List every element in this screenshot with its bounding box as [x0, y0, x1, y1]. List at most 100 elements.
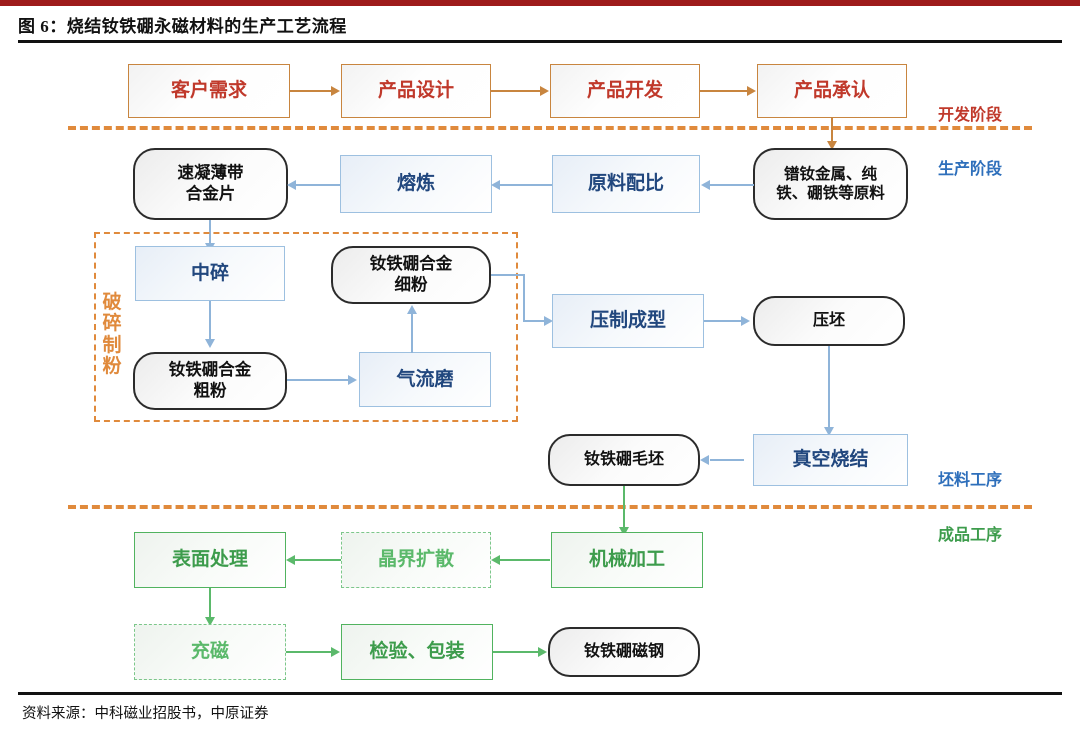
node-magnetization[interactable]: 充磁 — [134, 624, 286, 680]
node-label: 机械加工 — [588, 549, 665, 571]
node-label-line1: 钕铁硼合金 — [369, 254, 453, 274]
connector-fine-powder-into-press — [523, 320, 547, 322]
connector-ratio-to-smelting — [500, 184, 552, 186]
node-label: 钕铁硼毛坯 — [583, 451, 664, 468]
connector-sintering-to-blank — [710, 459, 744, 461]
node-label: 产品承认 — [793, 80, 870, 102]
node-label: 钕铁硼磁钢 — [583, 643, 664, 660]
connector-demand-to-design — [290, 90, 332, 92]
node-label: 表面处理 — [171, 549, 248, 571]
node-product-approval[interactable]: 产品承认 — [757, 64, 907, 118]
node-strip-casting[interactable]: 速凝薄带 合金片 — [133, 148, 288, 220]
connector-inspection-to-magnet-steel — [493, 651, 539, 653]
node-label: 熔炼 — [396, 173, 435, 195]
arrowhead-smelting-to-strip — [287, 180, 296, 190]
connector-magnetization-to-inspection — [286, 651, 332, 653]
arrowhead-approval-to-raw-materials — [827, 141, 837, 150]
connector-fine-powder-right — [491, 274, 525, 276]
node-label: 产品开发 — [586, 80, 663, 102]
node-machining[interactable]: 机械加工 — [551, 532, 703, 588]
arrowhead-compact-to-sintering — [824, 427, 834, 436]
node-product-development[interactable]: 产品开发 — [550, 64, 700, 118]
node-jet-milling[interactable]: 气流磨 — [359, 352, 491, 407]
figure-title: 图 6：烧结钕铁硼永磁材料的生产工艺流程 — [18, 17, 347, 36]
node-fine-powder[interactable]: 钕铁硼合金 细粉 — [331, 246, 491, 304]
node-ndfeb-magnet-steel[interactable]: 钕铁硼磁钢 — [548, 627, 700, 677]
connector-surface-to-magnetization — [209, 588, 211, 620]
arrowhead-raw-to-ratio — [701, 180, 710, 190]
arrowhead-sintering-to-blank — [700, 455, 709, 465]
node-label: 客户需求 — [170, 80, 247, 102]
node-material-ratio[interactable]: 原料配比 — [552, 155, 700, 213]
stage-label-finished-process: 成品工序 — [938, 527, 1003, 544]
connector-blank-to-machining — [623, 486, 625, 530]
group-crushing-powder-making — [94, 232, 518, 422]
node-label-line2: 细粉 — [394, 275, 428, 294]
divider-development-production — [68, 126, 1032, 130]
node-label-line1: 钕铁硼合金 — [168, 360, 252, 380]
connector-press-to-compact — [704, 320, 742, 322]
connector-development-to-approval — [700, 90, 748, 92]
arrowhead-machining-to-diffusion — [491, 555, 500, 565]
arrowhead-coarse-to-jet-milling — [348, 375, 357, 385]
node-customer-demand[interactable]: 客户需求 — [128, 64, 290, 118]
connector-coarse-to-jet-milling — [287, 379, 349, 381]
node-green-compact[interactable]: 压坯 — [753, 296, 905, 346]
divider-blank-finished — [68, 505, 1032, 509]
arrowhead-diffusion-to-surface — [286, 555, 295, 565]
footer-rule — [18, 692, 1062, 695]
node-press-forming[interactable]: 压制成型 — [552, 294, 704, 348]
node-label: 检验、包装 — [369, 641, 465, 663]
arrowhead-press-to-compact — [741, 316, 750, 326]
stage-label-production: 生产阶段 — [938, 161, 1003, 178]
arrowhead-inspection-to-magnet-steel — [538, 647, 547, 657]
arrowhead-fine-powder-to-press — [544, 316, 553, 326]
connector-fine-powder-down — [523, 274, 525, 321]
connector-raw-to-ratio — [710, 184, 754, 186]
node-label: 压制成型 — [589, 310, 666, 332]
connector-jet-milling-to-fine-powder — [411, 313, 413, 353]
connector-smelting-to-strip — [296, 184, 340, 186]
node-inspection-packaging[interactable]: 检验、包装 — [341, 624, 493, 680]
arrowhead-demand-to-design — [331, 86, 340, 96]
arrowhead-blank-to-machining — [619, 527, 629, 536]
node-label: 晶界扩散 — [377, 549, 454, 571]
node-label-line1: 速凝薄带 — [177, 163, 244, 183]
connector-compact-to-sintering — [828, 346, 830, 429]
node-label: 中碎 — [190, 262, 229, 284]
source-note: 资料来源：中科磁业招股书，中原证券 — [22, 706, 269, 722]
connector-approval-to-raw-materials — [831, 118, 833, 144]
node-grain-boundary-diffusion[interactable]: 晶界扩散 — [341, 532, 491, 588]
node-label: 真空烧结 — [792, 449, 869, 471]
arrowhead-jet-milling-to-fine-powder — [407, 305, 417, 314]
arrowhead-ratio-to-smelting — [491, 180, 500, 190]
node-product-design[interactable]: 产品设计 — [341, 64, 491, 118]
arrowhead-development-to-approval — [747, 86, 756, 96]
connector-design-to-development — [491, 90, 541, 92]
top-accent-bar — [0, 0, 1080, 6]
node-label-line1: 镨钕金属、纯 — [783, 165, 877, 183]
arrowhead-design-to-development — [540, 86, 549, 96]
title-underline — [18, 40, 1062, 43]
node-vacuum-sintering[interactable]: 真空烧结 — [753, 434, 908, 486]
node-label: 压坯 — [812, 312, 845, 329]
node-label: 产品设计 — [377, 80, 454, 102]
node-coarse-powder[interactable]: 钕铁硼合金 粗粉 — [133, 352, 287, 410]
node-label-line2: 粗粉 — [193, 381, 227, 400]
node-surface-treatment[interactable]: 表面处理 — [134, 532, 286, 588]
stage-label-development: 开发阶段 — [938, 107, 1003, 124]
node-label: 原料配比 — [587, 173, 664, 195]
node-label: 充磁 — [190, 641, 229, 663]
node-raw-materials[interactable]: 镨钕金属、纯 铁、硼铁等原料 — [753, 148, 908, 220]
connector-diffusion-to-surface — [295, 559, 341, 561]
node-smelting[interactable]: 熔炼 — [340, 155, 492, 213]
node-medium-crushing[interactable]: 中碎 — [135, 246, 285, 301]
stage-label-blank-process: 坯料工序 — [938, 472, 1003, 489]
node-label: 气流磨 — [396, 368, 454, 390]
node-ndfeb-blank[interactable]: 钕铁硼毛坯 — [548, 434, 700, 486]
node-label-line2: 合金片 — [185, 184, 236, 203]
group-label-crushing-powder-making: 破碎制粉 — [102, 292, 122, 377]
connector-medium-to-coarse — [209, 301, 211, 341]
node-label-line2: 铁、硼铁等原料 — [776, 185, 885, 202]
